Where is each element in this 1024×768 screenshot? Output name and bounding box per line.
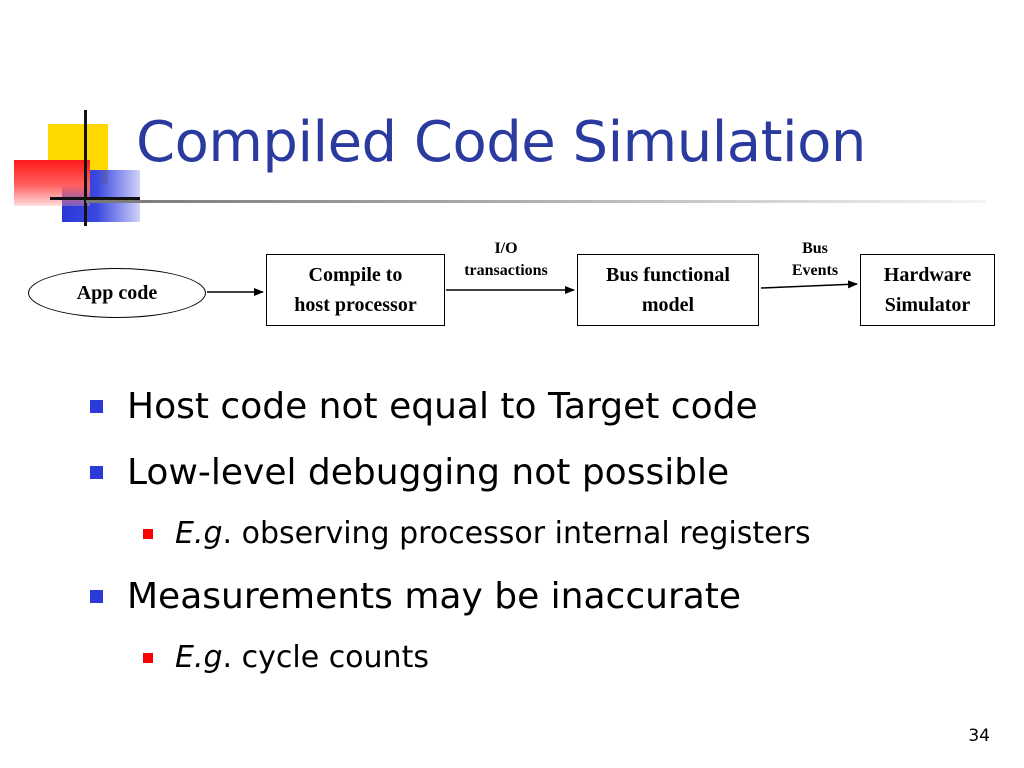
bullet-item: Measurements may be inaccurate	[90, 576, 741, 617]
bullet-text: Measurements may be inaccurate	[127, 576, 742, 617]
sub-bullet-item: E.g. cycle counts	[143, 640, 429, 675]
edge-io-line2: transactions	[464, 262, 548, 279]
node-app-code-label: App code	[76, 282, 158, 304]
title-underline	[86, 200, 986, 203]
sub-bullet-item: E.g. observing processor internal regist…	[143, 516, 811, 551]
sub-bullet-rest: . observing processor internal registers	[222, 516, 811, 551]
page-number: 34	[968, 726, 990, 746]
bullet-text: Low-level debugging not possible	[127, 452, 730, 493]
bullet-text: Host code not equal to Target code	[127, 386, 758, 427]
node-bfm-label-line1: Bus functional	[606, 264, 730, 286]
node-hardware-simulator: Hardware Simulator	[860, 254, 995, 326]
sub-bullet-rest: . cycle counts	[222, 640, 429, 675]
bullet-square-icon	[90, 400, 103, 413]
node-hw-label-line1: Hardware	[883, 264, 972, 286]
node-app-code: App code	[28, 268, 206, 318]
logo-horizontal-line	[50, 197, 140, 200]
sub-bullet-text: E.g. cycle counts	[175, 640, 429, 675]
bullet-item: Low-level debugging not possible	[90, 452, 729, 493]
flow-diagram: App code Compile to host processor Bus f…	[0, 0, 1024, 360]
slide-title: Compiled Code Simulation	[136, 110, 866, 175]
node-hw-label-line2: Simulator	[884, 294, 971, 316]
node-bfm-label-line2: model	[641, 294, 695, 316]
sub-bullet-eg: E.g	[175, 640, 223, 675]
node-bus-functional-model: Bus functional model	[577, 254, 759, 326]
edge-label-bus-events: Bus Events	[770, 238, 860, 282]
node-compile-label-line2: host processor	[294, 294, 417, 316]
bullet-item: Host code not equal to Target code	[90, 386, 758, 427]
logo-vertical-line	[84, 110, 87, 226]
bullet-square-icon	[90, 466, 103, 479]
sub-bullet-square-icon	[143, 652, 153, 663]
diagram-edges	[207, 280, 858, 296]
edge-bfm-to-hw	[760, 280, 858, 289]
edge-label-io-transactions: I/O transactions	[446, 238, 566, 282]
sub-bullet-eg: E.g	[175, 516, 223, 551]
edge-bus-line1: Bus	[802, 240, 828, 257]
sub-bullet-text: E.g. observing processor internal regist…	[175, 516, 811, 551]
node-compile-label-line1: Compile to	[308, 264, 403, 286]
edge-bus-line2: Events	[791, 262, 839, 279]
node-compile-to-host: Compile to host processor	[266, 254, 445, 326]
edge-io-line1: I/O	[494, 240, 518, 257]
sub-bullet-square-icon	[143, 528, 153, 539]
bullet-square-icon	[90, 590, 103, 603]
